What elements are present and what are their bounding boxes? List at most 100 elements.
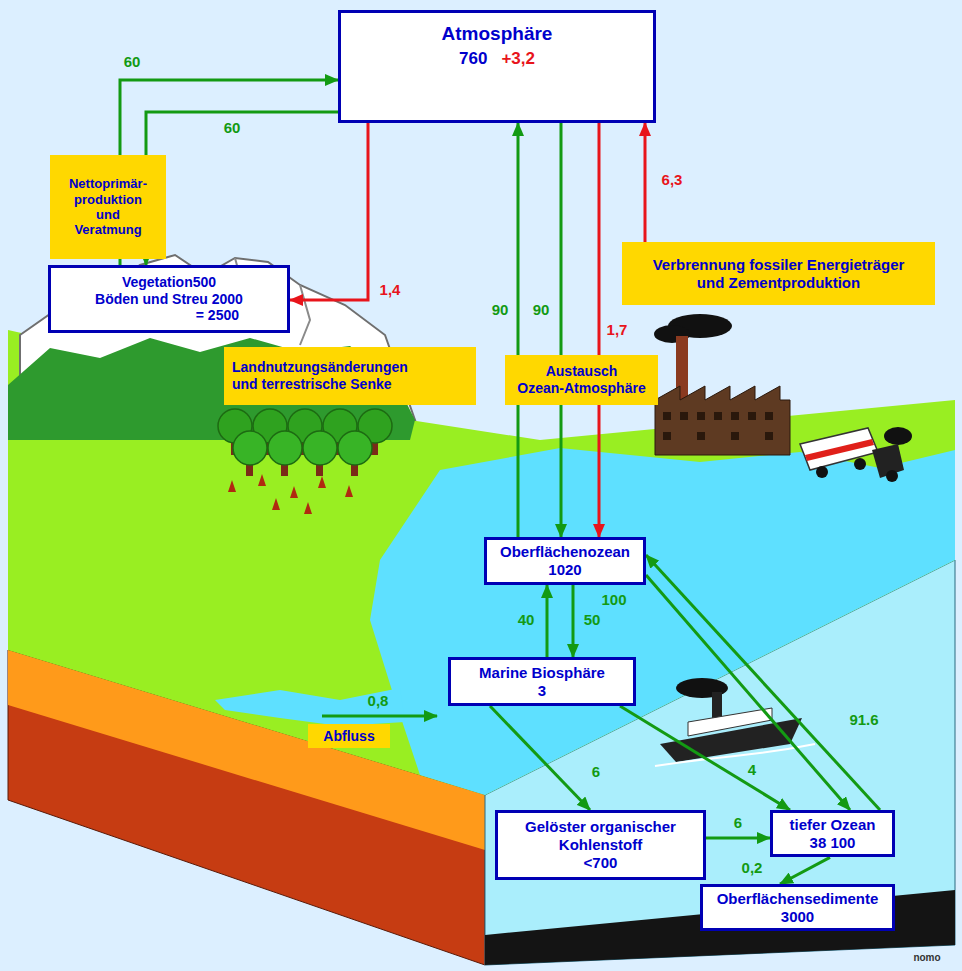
flux-value: 50 (584, 612, 601, 629)
window (714, 412, 722, 420)
flux-value: 6 (592, 764, 600, 781)
box-text: Verbrennung fossiler Energieträger und Z… (645, 256, 913, 291)
tree-stumps (228, 474, 353, 514)
wheel (816, 466, 828, 478)
flux-arrow (620, 706, 790, 810)
flux-arrow (572, 585, 575, 657)
window (663, 432, 671, 440)
stump (290, 486, 298, 498)
process-label: Abfluss (308, 724, 390, 748)
flux-value: 100 (601, 592, 626, 609)
value-row: 760 +3,2 (351, 49, 643, 69)
flux-arrow (560, 123, 563, 537)
factory-windows (663, 412, 773, 440)
reservoir-box: tiefer Ozean38 100 (770, 810, 895, 857)
reservoir-box: Marine Biosphäre3 (448, 657, 636, 706)
box-text: 1020 (495, 561, 635, 579)
forest (218, 409, 392, 476)
window (765, 432, 773, 440)
flux-arrow (780, 857, 830, 884)
wheel (886, 470, 898, 482)
box-text: Landnutzungsänderungen und terrestrische… (232, 359, 424, 392)
stump (258, 474, 266, 486)
box-text: Vegetation500 (59, 274, 279, 291)
reservoir-box: Gelöster organischer Kohlenstoff<700 (495, 810, 706, 880)
window (697, 432, 705, 440)
stump (304, 502, 312, 514)
reservoir-box: Vegetation500Böden und Streu 2000= 2500 (48, 265, 290, 333)
reservoir-box: Oberflächenozean1020 (484, 537, 646, 585)
box-text: Oberflächensedimente (709, 890, 886, 908)
flux-arrow (546, 585, 549, 657)
box-text: 3 (459, 682, 625, 700)
tree-crown (338, 431, 372, 465)
river (215, 688, 405, 726)
flux-value: 40 (518, 612, 535, 629)
flux-value: 60 (224, 120, 241, 137)
stump (345, 485, 353, 497)
watermark: nomo (913, 952, 940, 963)
window (697, 412, 705, 420)
box-text: Atmosphäre (351, 23, 643, 45)
window (663, 412, 671, 420)
flux-arrow (290, 123, 368, 300)
flux-value: 60 (124, 54, 141, 71)
smoke (884, 427, 912, 445)
flux-value: 6 (734, 815, 742, 832)
stump (228, 480, 236, 492)
box-text: 3000 (709, 908, 886, 926)
flux-arrow (644, 123, 647, 242)
box-text: Gelöster organischer Kohlenstoff (506, 818, 695, 853)
flux-value: 1,7 (607, 322, 628, 339)
box-text: tiefer Ozean (779, 816, 886, 834)
truck-trailer (800, 428, 878, 470)
flux-value: 0,2 (742, 860, 763, 877)
box-text: = 2500 (59, 307, 279, 324)
box-text: 760 (459, 49, 487, 69)
flux-arrow (646, 555, 880, 810)
box-text: +3,2 (501, 49, 535, 69)
process-label: Verbrennung fossiler Energieträger und Z… (622, 242, 935, 305)
tree-crown (233, 431, 267, 465)
box-text: Austausch Ozean-Atmosphäre (513, 363, 650, 396)
window (731, 412, 739, 420)
tree-crown (303, 431, 337, 465)
land-surface (8, 330, 955, 795)
reservoir-box: Atmosphäre 760 +3,2 (338, 10, 656, 123)
flux-arrow (517, 123, 520, 537)
box-text: 38 100 (779, 834, 886, 852)
flux-arrow (146, 112, 338, 265)
flux-value: 4 (748, 762, 756, 779)
box-text: Abfluss (312, 728, 386, 745)
wake (655, 744, 815, 766)
flux-value: 91.6 (849, 712, 878, 729)
flux-value: 90 (533, 302, 550, 319)
flux-value: 6,3 (662, 172, 683, 189)
runoff-arrow (322, 715, 437, 718)
factory (655, 386, 790, 455)
stump (272, 498, 280, 510)
process-label: Nettoprimär- produktion und Veratmung (50, 155, 166, 259)
flux-arrow (706, 837, 770, 840)
flux-arrow (598, 123, 601, 537)
ocean-surface (370, 448, 955, 795)
window (748, 412, 756, 420)
stump (318, 476, 326, 488)
window (731, 432, 739, 440)
wheel (854, 458, 866, 470)
box-text: Marine Biosphäre (459, 664, 625, 682)
box-text: Böden und Streu 2000 (59, 291, 279, 308)
flux-arrow (490, 706, 590, 810)
box-text: <700 (506, 854, 695, 872)
window (765, 412, 773, 420)
box-text: Nettoprimär- produktion und Veratmung (62, 176, 154, 237)
reservoir-box: Oberflächensedimente3000 (700, 884, 895, 931)
flux-value: 1,4 (380, 282, 401, 299)
flux-value: 90 (492, 302, 509, 319)
process-label: Austausch Ozean-Atmosphäre (505, 355, 658, 405)
truck-stripe (805, 439, 874, 461)
tree-crown (268, 431, 302, 465)
box-text: Oberflächenozean (495, 543, 635, 561)
